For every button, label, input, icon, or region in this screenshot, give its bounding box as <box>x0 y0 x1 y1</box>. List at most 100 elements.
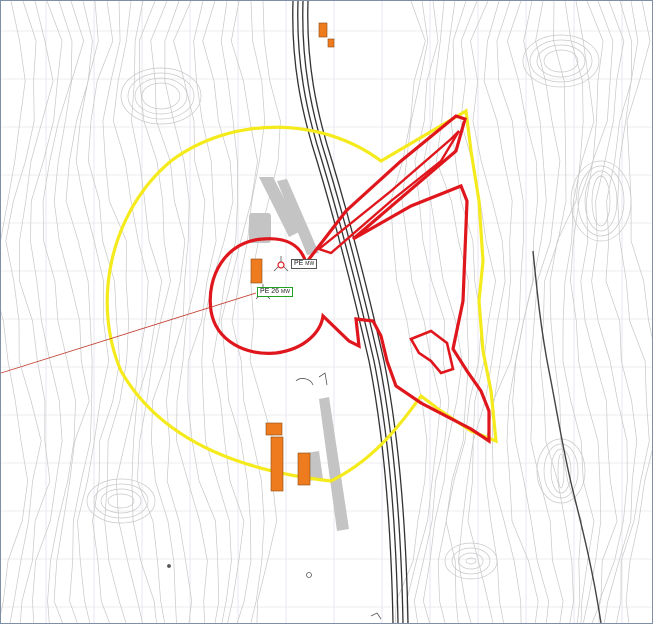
contour-line <box>30 1 63 623</box>
building-turbine-site <box>250 258 263 284</box>
contour-line <box>87 1 120 623</box>
turbine-code: PE <box>294 260 304 267</box>
contour-line <box>220 1 258 623</box>
contour-line <box>65 1 93 623</box>
building-north-1 <box>318 22 328 38</box>
contour-line <box>112 1 149 623</box>
contour-line <box>422 1 463 623</box>
hilltop-contour <box>529 39 593 83</box>
turbine-unit: MW <box>281 289 290 295</box>
hilltop-contour <box>536 438 586 504</box>
hilltop-contour <box>522 34 600 88</box>
streams <box>532 250 602 623</box>
contour-line <box>603 1 638 623</box>
contour-line <box>570 1 604 623</box>
highway-edge-inner-2 <box>302 1 404 623</box>
contour-line <box>616 1 650 623</box>
hilltop-contour <box>465 557 477 565</box>
hilltop-contour <box>120 67 202 125</box>
hilltop-contour <box>141 82 181 110</box>
hilltop-contour <box>584 170 618 232</box>
building-south-2 <box>270 436 284 492</box>
hilltop-contour <box>134 77 188 115</box>
hilltop-contour <box>591 175 611 227</box>
contour-line <box>53 1 90 623</box>
contour-line <box>75 1 110 623</box>
hilltop-contour <box>543 49 579 73</box>
contour-line <box>249 1 281 623</box>
contour-line <box>625 1 652 623</box>
buildings <box>250 22 335 492</box>
contour-line <box>492 1 524 623</box>
contour-line <box>164 1 193 623</box>
hilltop-contour <box>107 493 135 509</box>
wind-turbine-icon[interactable] <box>273 256 289 272</box>
contour-line <box>1 1 29 615</box>
contour-line <box>201 1 234 623</box>
contour-line <box>401 1 442 623</box>
building-south-1 <box>265 422 283 436</box>
building-south-3 <box>297 452 311 486</box>
turbine-code: PE 26 <box>260 288 280 295</box>
pavement-upper <box>259 177 301 237</box>
highway-edge-inner-1 <box>297 1 399 623</box>
hilltop-contour <box>557 453 565 489</box>
paved-areas <box>249 177 349 531</box>
hilltop-contour <box>93 483 149 519</box>
hilltop-contour <box>100 488 142 514</box>
hilltop-contour <box>550 448 572 494</box>
stream-east <box>532 250 602 623</box>
contour-line <box>231 1 266 623</box>
hilltop-contour <box>577 165 625 237</box>
contour-line <box>173 1 208 623</box>
contour-line <box>5 1 42 623</box>
contour-line <box>212 1 245 623</box>
turbine-label-upper[interactable]: PE MW <box>291 259 318 269</box>
contour-line <box>150 1 186 623</box>
contour-line <box>436 1 470 623</box>
red-noise-zone[interactable] <box>208 114 491 444</box>
contour-line <box>413 1 450 623</box>
red-zone-inner-lobe <box>409 329 455 375</box>
contour-line <box>483 1 513 623</box>
hilltop-contour <box>451 547 491 575</box>
yellow-noise-zone[interactable] <box>105 108 498 483</box>
hilltop-contour <box>543 443 579 499</box>
turbine-label-lower[interactable]: PE 26 MW <box>257 287 293 297</box>
contour-line <box>512 1 550 623</box>
highway-edge-west <box>292 1 394 623</box>
hilltop-contour <box>86 478 156 524</box>
contour-line <box>458 1 496 623</box>
hilltop-contour <box>536 44 586 78</box>
hilltop-contour <box>444 542 498 580</box>
pavement-upper-2 <box>277 179 319 255</box>
contour-line <box>539 1 574 623</box>
pavement-lower-strip <box>319 397 349 531</box>
red-zone-inner-finger <box>316 130 461 255</box>
contour-line <box>136 1 171 623</box>
hilltop-contour <box>127 72 195 120</box>
highway-edge-east <box>307 1 409 623</box>
contour-line <box>42 1 76 623</box>
contour-line <box>530 1 564 623</box>
contour-line <box>187 1 220 623</box>
building-north-2 <box>327 38 335 48</box>
hilltop-contour <box>458 552 484 570</box>
contour-line <box>562 1 595 623</box>
contour-line <box>506 1 539 623</box>
turbine-unit: MW <box>305 261 315 267</box>
hilltop-contour <box>570 160 632 242</box>
pavement-pad <box>249 213 271 243</box>
contour-line <box>549 1 584 623</box>
bearing-line <box>1 292 257 374</box>
contour-line <box>102 1 130 623</box>
contour-line <box>19 1 54 623</box>
contour-line <box>580 1 618 623</box>
misc-features <box>167 372 382 620</box>
highway[interactable] <box>292 1 409 623</box>
contour-line <box>467 1 506 623</box>
